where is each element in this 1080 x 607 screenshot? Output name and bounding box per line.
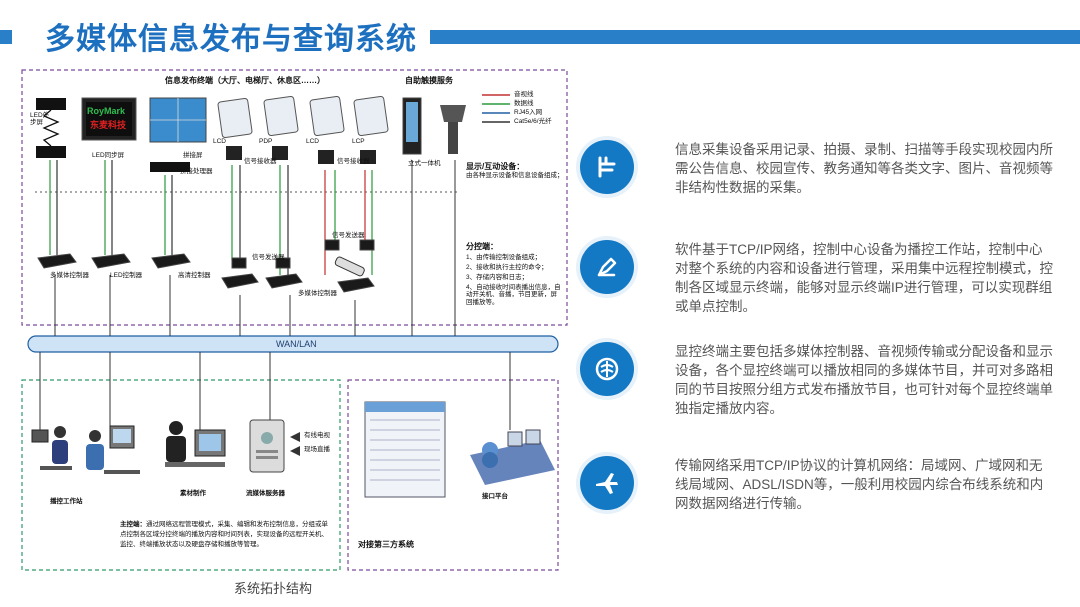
signal-sender2-label: 信号发送器 (332, 232, 365, 239)
kiosk-label: 立式一体机 (408, 160, 441, 167)
lcp-label: LCP (352, 138, 365, 145)
led-sync-label: LED同步屏 (92, 152, 125, 159)
workstation-label: 播控工作站 (50, 498, 83, 505)
info-text-1: 信息采集设备采用记录、拍摄、录制、扫描等手段实现校园内所需公告信息、校园宣传、教… (675, 142, 1053, 195)
legend-rj45: RJ45入网 (514, 109, 543, 116)
info-item-collection: 信息采集设备采用记录、拍摄、录制、扫描等手段实现校园内所需公告信息、校园宣传、教… (580, 140, 1060, 220)
multimedia-controller-label: 多媒体控制器 (50, 272, 89, 279)
third-party-label: 对接第三方系统 (358, 540, 414, 549)
title-left-bar (0, 30, 12, 44)
network-pipe (27, 335, 559, 353)
splice-screen-label: 拼接屏 (183, 152, 203, 159)
signal-sender1-label: 信号发送器 (252, 254, 285, 261)
topology-diagram: 信息发布终端（大厅、电梯厅、休息区……） 自助触摸服务 音视线 数据线 RJ45… (21, 69, 568, 596)
info-text-3: 显控终端主要包括多媒体控制器、音视频传输或分配设备和显示设备，各个显控终端可以播… (675, 344, 1053, 416)
led-controller-label: LED控制器 (110, 272, 143, 279)
led-step-label: LED外 步屏 (30, 112, 50, 127)
info-text-4: 传输网络采用TCP/IP协议的计算机网络：局域网、广域网和无线局域网、ADSL/… (675, 458, 1044, 511)
title-right-bar (430, 30, 1080, 44)
live-input-label: 现场直播 (304, 446, 330, 453)
main-control-desc-block: 主控端：通过网络远程管理模式，采集、编辑和发布控制信息，分组或单点控制各区域分控… (120, 520, 330, 550)
page-title: 多媒体信息发布与查询系统 (45, 23, 417, 56)
legend-av: 音视线 (514, 91, 534, 98)
main-control-frame (21, 379, 341, 571)
sub-control-title: 分控端： (466, 242, 498, 251)
legend-data: 数据线 (514, 100, 534, 107)
material-figures (165, 421, 226, 467)
topology-svg (21, 69, 568, 571)
tv-input-label: 有线电视 (304, 432, 330, 439)
display-desc: 由各种显示设备和信息设备组成； (466, 172, 564, 179)
self-service-heading: 自助触摸服务 (405, 76, 453, 85)
material-label: 素材制作 (180, 490, 206, 497)
main-control-desc: 通过网络远程管理模式，采集、编辑和发布控制信息，分组或单点控制各区域分控终端的播… (120, 521, 328, 548)
third-party-frame (347, 379, 559, 571)
media-server-label: 流媒体服务器 (246, 490, 285, 497)
pdp-label: PDP (259, 138, 273, 145)
pen-edit-icon (580, 240, 634, 294)
sub-control-item-1: 1、由传输控制设备组成； (466, 254, 542, 261)
roymark-line1: RoyMark (87, 106, 126, 116)
multimedia-controller2-label: 多媒体控制器 (298, 290, 337, 297)
splice-processor-label: 拼接处理器 (180, 168, 213, 175)
display-label: 显示/互动设备： (466, 162, 525, 171)
information-collect-icon (580, 140, 634, 194)
workstation-figures (31, 425, 140, 474)
sub-control-item-3: 3、存储内容和日志； (466, 274, 529, 281)
server-figure (249, 419, 300, 473)
network-label: WAN/LAN (276, 339, 317, 349)
sub-control-item-2: 2、接收和执行主控的命令； (466, 264, 548, 271)
display-terminal-icon (580, 342, 634, 396)
lcd2-label: LCD (306, 138, 320, 145)
signal-receiver1-label: 信号接收器 (244, 158, 277, 165)
diagram-caption: 系统拓扑结构 (234, 581, 313, 596)
legend-cat5: Cat5e/6/光纤 (514, 118, 552, 125)
main-control-title: 主控端： (120, 521, 146, 528)
hd-controller-label: 高清控制器 (178, 272, 211, 279)
info-item-control: 软件基于TCP/IP网络，控制中心设备为播控工作站，控制中心对整个系统的内容和设… (580, 240, 1060, 320)
airplane-icon (580, 456, 634, 510)
roymark-line2: 东麦科技 (90, 120, 127, 130)
terminal-heading: 信息发布终端（大厅、电梯厅、休息区……） (165, 76, 325, 85)
info-item-network: 传输网络采用TCP/IP协议的计算机网络：局域网、广域网和无线局域网、ADSL/… (580, 456, 1060, 536)
terminal-frame (21, 69, 568, 326)
lcd1-label: LCD (213, 138, 227, 145)
info-item-terminal: 显控终端主要包括多媒体控制器、音视频传输或分配设备和显示设备，各个显控终端可以播… (580, 342, 1060, 422)
signal-receiver2-label: 信号接收器 (337, 158, 370, 165)
interface-platform-label: 接口平台 (482, 493, 508, 500)
sub-control-item-4: 4、自动接收时间表播出信息，自动开关机、音播，节目更新，屏回播放等。 (466, 284, 561, 306)
info-text-2: 软件基于TCP/IP网络，控制中心设备为播控工作站，控制中心对整个系统的内容和设… (675, 242, 1053, 314)
